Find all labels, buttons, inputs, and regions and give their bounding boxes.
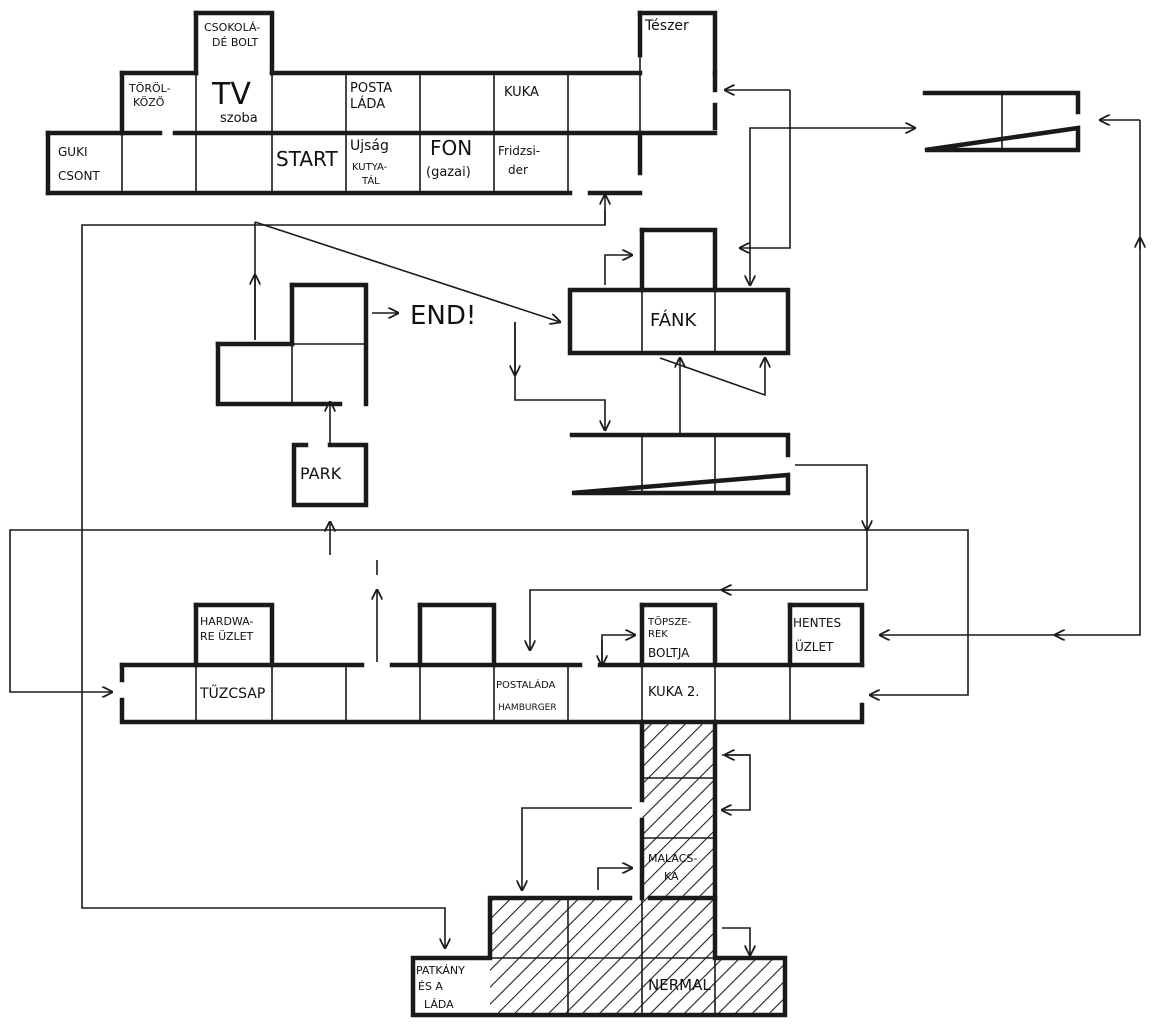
hatched-tower: [639, 719, 718, 901]
label-postalada2: POSTALÁDA: [496, 678, 556, 691]
under-fank-room: [569, 432, 791, 496]
label-teszer: Tészer: [644, 18, 689, 34]
label-topszer-3: BOLTJA: [648, 646, 690, 660]
label-csokolade-1: CSOKOLÁ-: [204, 21, 260, 34]
label-szoba: szoba: [220, 111, 258, 126]
fank-building: [567, 227, 791, 356]
label-hardware-1: HARDWA-: [200, 615, 253, 628]
label-fridzsi-1: Fridzsi-: [498, 144, 540, 158]
label-kuka: KUKA: [504, 85, 539, 100]
label-fon-1: FON: [430, 136, 472, 160]
hatched-lower-building: [410, 895, 788, 1018]
label-topszer-1: TÖPSZE-: [647, 615, 692, 628]
label-end: END!: [410, 301, 476, 331]
label-park: PARK: [300, 464, 342, 483]
bottom-corridor: [119, 602, 865, 725]
label-tuzcsap: TŰZCSAP: [199, 684, 265, 702]
label-patkany-2: ÉS A: [418, 980, 443, 993]
label-nermal: NERMAL: [648, 976, 711, 994]
label-guki-2: CSONT: [58, 169, 100, 183]
label-malacka-2: KA: [664, 870, 679, 883]
label-posta-1: POSTA: [350, 81, 392, 96]
label-posta-2: LÁDA: [350, 96, 385, 112]
label-topszer-2: REK: [648, 629, 668, 640]
label-patkany-3: LÁDA: [424, 998, 454, 1011]
label-patkany-1: PATKÁNY: [416, 964, 465, 977]
label-fon-2: (gazai): [426, 165, 471, 180]
label-fank: FÁNK: [650, 309, 697, 331]
label-hentes-1: HENTES: [793, 616, 841, 630]
label-start: START: [276, 147, 338, 171]
label-hamburger: HAMBURGER: [498, 703, 557, 713]
label-kuka2: KUKA 2.: [648, 685, 699, 700]
label-hentes-2: ÜZLET: [795, 638, 834, 654]
label-ujsag-3: TÁL: [361, 174, 380, 187]
park-room: [291, 442, 369, 508]
end-room: [215, 282, 369, 407]
label-torolkozo-1: TÖRÖL-: [128, 82, 171, 95]
top-building: [45, 10, 718, 196]
label-csokolade-2: DÉ BOLT: [212, 36, 259, 49]
label-torolkozo-2: KÖZŐ: [133, 95, 165, 109]
connections: [9, 90, 1140, 955]
label-ujsag-1: Ujság: [350, 138, 389, 154]
label-tv: TV: [211, 77, 251, 112]
label-guki-1: GUKI: [58, 145, 88, 159]
label-malacka-1: MALACS-: [648, 852, 697, 865]
label-fridzsi-2: der: [508, 163, 528, 177]
top-right-room: [922, 90, 1081, 153]
label-ujsag-2: KUTYA-: [352, 162, 388, 173]
label-hardware-2: RE ÜZLET: [200, 630, 254, 643]
labels: CSOKOLÁ- DÉ BOLT Tészer TÖRÖL- KÖZŐ TV s…: [58, 18, 841, 1011]
